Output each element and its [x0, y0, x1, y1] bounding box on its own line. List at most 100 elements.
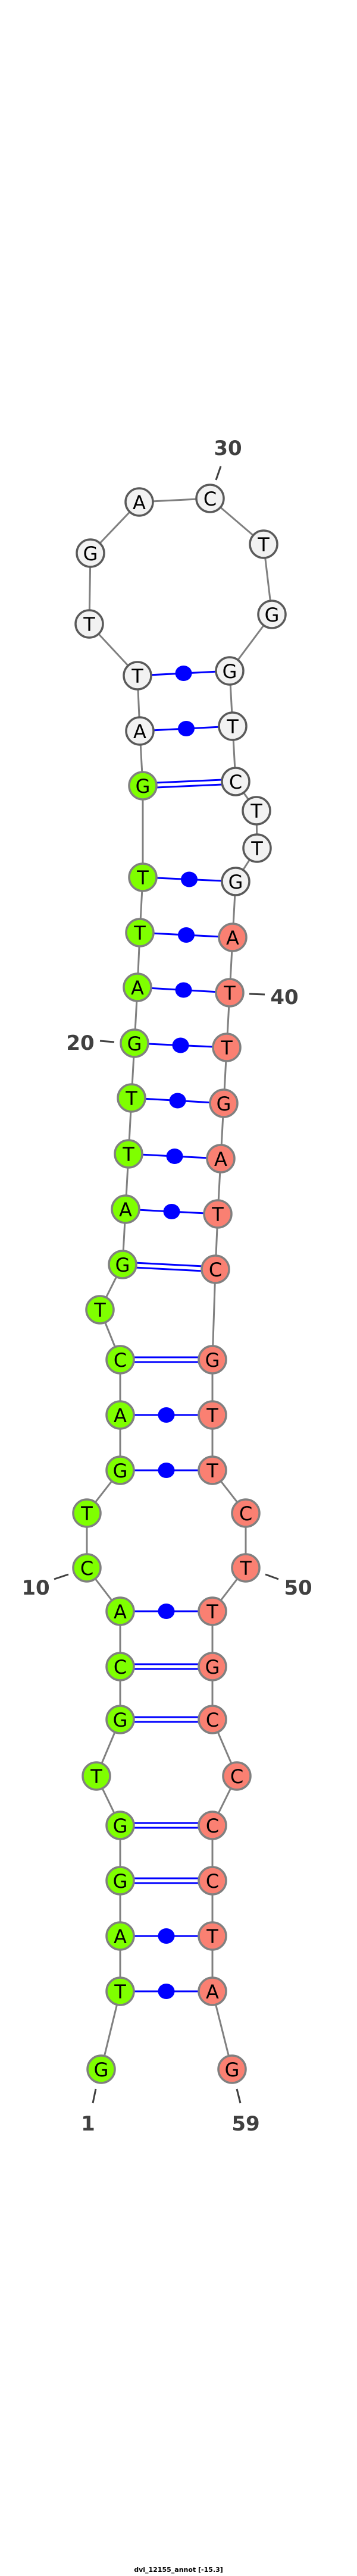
nucleotide-letter: T [250, 837, 263, 860]
nucleotide-letter: T [131, 665, 143, 688]
nucleotide-letter: G [127, 1033, 142, 1055]
nucleotide-42: G [209, 1088, 239, 1118]
svg-text:10: 10 [21, 1576, 49, 1600]
base-pair-9-51 [120, 1604, 212, 1619]
nucleotide-letter: T [83, 613, 95, 636]
nucleotide-letter: C [229, 771, 242, 793]
nucleotide-6: T [82, 1761, 111, 1791]
nucleotide-49: C [231, 1498, 261, 1528]
pair-bond-line [143, 783, 236, 789]
pair-dot-icon [158, 1463, 175, 1478]
pair-dot-icon [158, 1407, 175, 1423]
nucleotide-letter: C [114, 1656, 127, 1678]
nucleotide-circle [198, 1866, 227, 1896]
nucleotide-48: T [198, 1455, 227, 1485]
pair-bond-line [123, 1261, 216, 1268]
position-label-30: 30 [214, 437, 242, 481]
nucleotide-letter: T [257, 534, 270, 556]
nucleotide-letter: T [125, 1087, 137, 1110]
nucleotide-circle [123, 661, 152, 691]
nucleotide-letter: A [114, 1404, 127, 1427]
base-pair-14-46 [120, 1356, 212, 1363]
nucleotide-letter: C [203, 488, 217, 510]
nucleotide-circle [215, 656, 245, 686]
nucleotide-circle [231, 1553, 261, 1583]
nucleotide-36: T [242, 796, 271, 826]
svg-text:40: 40 [270, 986, 298, 1009]
nucleotide-letter: G [217, 1093, 231, 1115]
nucleotide-circle [218, 711, 248, 741]
position-label-1: 1 [81, 2088, 97, 2136]
nucleotide-43: A [206, 1144, 236, 1174]
base-pair-3-57 [120, 1928, 212, 1944]
nucleotide-letter: T [93, 1299, 106, 1322]
nucleotide-53: C [198, 1705, 227, 1734]
nucleotide-letter: G [115, 1254, 130, 1276]
svg-text:30: 30 [214, 437, 242, 460]
nucleotide-letter: A [114, 1601, 127, 1623]
nucleotide-letter: T [206, 1404, 218, 1427]
nucleotide-letter: T [226, 716, 239, 738]
nucleotide-circle [198, 1345, 227, 1375]
nucleotide-50: T [231, 1553, 261, 1583]
nucleotide-circle [124, 487, 154, 517]
nucleotide-letter: G [265, 604, 280, 626]
nucleotide-11: T [72, 1498, 102, 1528]
nucleotide-30: C [195, 484, 225, 513]
pair-dot-icon [175, 982, 192, 998]
nucleotide-letter: C [206, 1815, 219, 1837]
nucleotide-letter: A [119, 1198, 132, 1221]
base-pair-18-43 [128, 1149, 221, 1164]
nucleotide-circle [242, 796, 271, 826]
nucleotide-letter: A [133, 491, 146, 514]
nucleotide-circle [222, 1761, 252, 1791]
base-pairs [120, 666, 236, 1999]
nucleotide-letter: C [206, 1709, 219, 1731]
nucleotide-23: T [128, 862, 158, 892]
nucleotide-circle [195, 484, 225, 513]
svg-text:50: 50 [284, 1576, 312, 1600]
nucleotide-circle [72, 1553, 102, 1583]
base-pair-2-58 [120, 1984, 212, 1999]
nucleotide-circle [105, 1455, 135, 1485]
nucleotide-8: C [105, 1652, 135, 1681]
position-label-50: 50 [265, 1573, 312, 1600]
nucleotide-circle [72, 1498, 102, 1528]
nucleotide-circle [125, 918, 155, 947]
nucleotide-circle [105, 1705, 135, 1734]
nucleotide-circle [117, 1083, 146, 1113]
nucleotide-circle [85, 1295, 115, 1325]
nucleotide-letter: G [94, 2059, 109, 2081]
nucleotide-circle [74, 609, 104, 639]
nucleotide-letter: T [206, 1460, 218, 1482]
nucleotide-circle [111, 1194, 140, 1224]
base-pair-8-52 [120, 1663, 212, 1670]
nucleotide-10: C [72, 1553, 102, 1583]
nucleotide-letter: T [90, 1765, 102, 1788]
pair-bond-line [142, 778, 236, 785]
nucleotide-circle [105, 1652, 135, 1681]
nucleotide-18: T [114, 1139, 143, 1169]
nucleotide-21: A [123, 972, 152, 1002]
nucleotide-4: G [105, 1866, 135, 1896]
nucleotide-letter: A [114, 1925, 127, 1948]
pair-dot-icon [178, 927, 195, 943]
base-pair-24-35 [142, 778, 236, 789]
nucleotide-letter: G [223, 660, 237, 683]
pair-dot-icon [158, 1984, 175, 1999]
nucleotide-circle [217, 2054, 247, 2084]
nucleotide-44: T [203, 1199, 233, 1229]
nucleotide-57: T [198, 1921, 227, 1951]
nucleotide-2: T [105, 1976, 135, 2006]
base-pair-19-42 [131, 1093, 224, 1109]
position-label-40: 40 [249, 986, 299, 1009]
nucleotide-27: T [74, 609, 104, 639]
nucleotide-circle [198, 1921, 227, 1951]
nucleotide-circle [221, 767, 250, 796]
nucleotide-circle [198, 1400, 227, 1430]
nucleotide-letter: T [133, 922, 146, 945]
nucleotide-9: A [105, 1596, 135, 1626]
nucleotide-circle [201, 1254, 230, 1284]
svg-text:1: 1 [81, 2112, 95, 2136]
